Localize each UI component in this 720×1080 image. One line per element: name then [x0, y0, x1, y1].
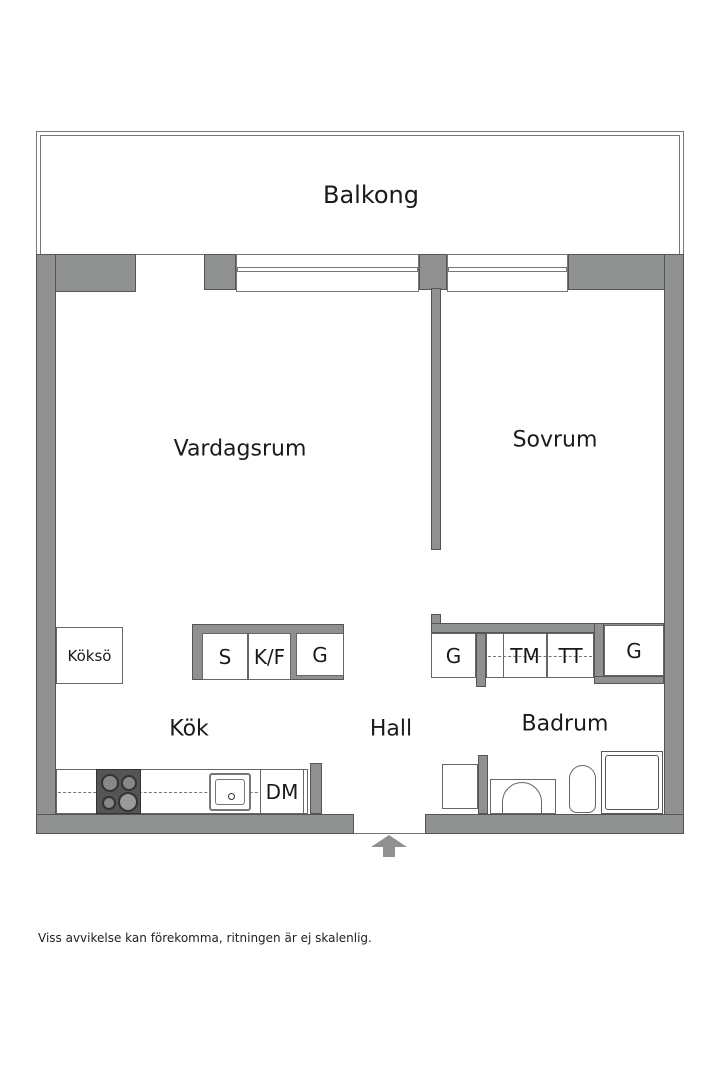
entrance-arrow-icon: [371, 835, 407, 857]
wall-bath-storage-bottom: [594, 676, 664, 684]
wardrobe-bath-right: [604, 625, 664, 676]
wall-bathroom-stub: [478, 755, 488, 814]
disclaimer-text: Viss avvikelse kan förekomma, ritningen …: [38, 931, 372, 945]
washing-machine: [503, 633, 547, 678]
room-label-bedroom: Sovrum: [512, 427, 598, 453]
window-bedroom: [447, 254, 568, 292]
washbasin-icon: [502, 782, 542, 814]
wall-top-left-pillar: [204, 254, 236, 290]
laundry-dashed-line: [488, 656, 592, 657]
wardrobe-hall: [296, 633, 344, 676]
wall-kitchen-stub: [310, 763, 322, 814]
entrance-threshold: [354, 833, 425, 834]
closet-s-label: S: [218, 644, 232, 669]
dryer: [547, 633, 594, 678]
toilet-icon: [569, 765, 596, 813]
wardrobe-hall-label: G: [312, 642, 328, 667]
wall-bath-storage-right: [594, 623, 604, 683]
room-label-kitchen: Kök: [169, 716, 209, 742]
wardrobe-bath-left-label: G: [445, 643, 462, 668]
dishwasher: [260, 769, 304, 814]
kitchen-island-label: Köksö: [67, 646, 112, 665]
wall-bath-storage-mid: [476, 633, 486, 687]
wardrobe-bath-right-label: G: [626, 638, 642, 663]
wall-bottom-right: [425, 814, 684, 834]
room-label-hall: Hall: [369, 716, 413, 742]
wall-right: [664, 254, 684, 834]
hall-cabinet: [442, 764, 478, 809]
wall-interior-bedroom: [431, 288, 441, 550]
room-label-bathroom: Badrum: [521, 711, 609, 737]
kitchen-island: [56, 627, 123, 684]
stove-burner-icon: [101, 774, 119, 792]
washing-machine-label: TM: [510, 643, 540, 668]
room-label-balcony: Balkong: [322, 181, 420, 209]
fridge-freezer-label: K/F: [253, 644, 286, 669]
wall-top-middle-pillar: [419, 254, 447, 290]
room-label-living-room: Vardagsrum: [173, 436, 307, 462]
wardrobe-bath-left: [431, 633, 476, 678]
window-living-room: [236, 254, 419, 292]
shower-icon: [601, 751, 663, 814]
counter-dashed-line: [58, 792, 288, 793]
fridge-freezer: [248, 633, 291, 680]
stove-burner-icon: [102, 796, 116, 810]
closet-s: [202, 633, 248, 680]
kitchen-sink-icon: [209, 773, 251, 811]
dryer-label: TT: [558, 643, 583, 668]
stove-burner-icon: [121, 775, 137, 791]
stove-burner-icon: [118, 792, 138, 812]
stove: [96, 769, 141, 814]
wall-left: [36, 254, 56, 834]
wall-bottom-left: [36, 814, 354, 834]
dishwasher-label: DM: [265, 779, 299, 804]
